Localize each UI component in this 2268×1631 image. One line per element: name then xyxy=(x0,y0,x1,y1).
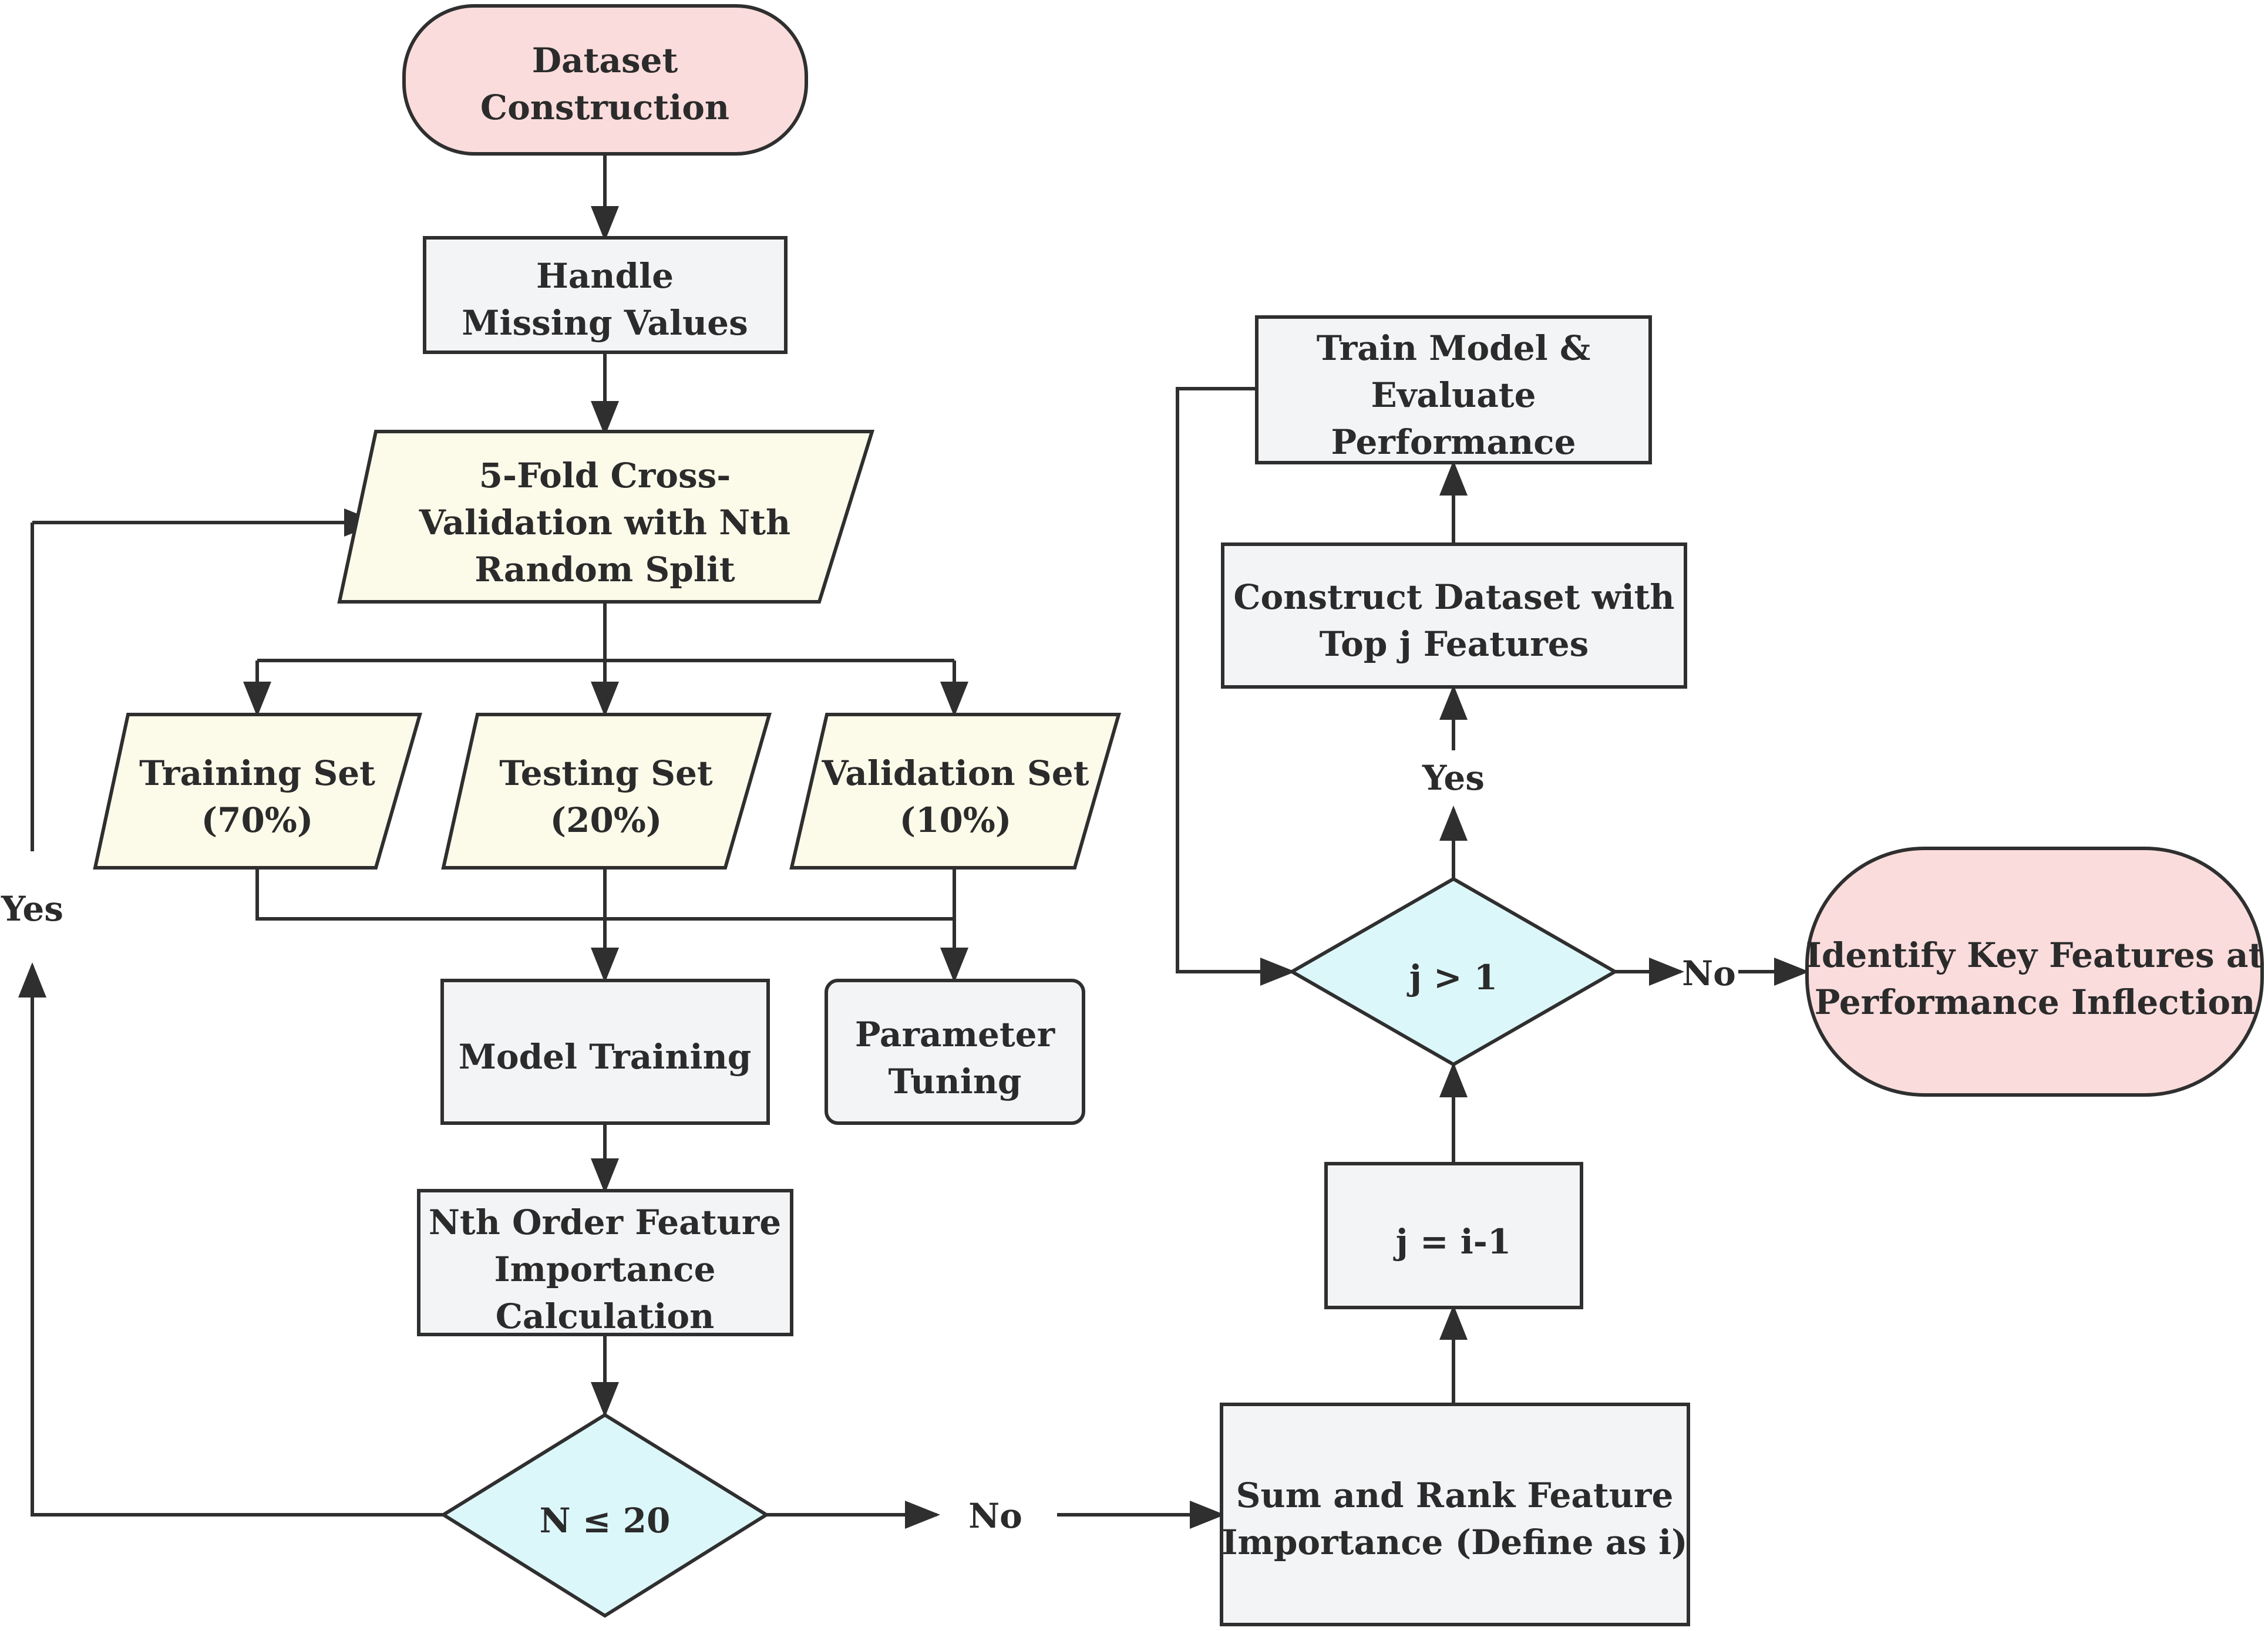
node-text: j = i-1 xyxy=(1393,1222,1511,1262)
node-dataset-construction: Dataset Construction xyxy=(402,4,808,156)
node-text: Performance Inflection xyxy=(1815,982,2256,1022)
node-text: Sum and Rank Feature xyxy=(1236,1475,1674,1515)
node-text: Nth Order Feature xyxy=(429,1202,781,1242)
node-text: Model Training xyxy=(459,1037,752,1077)
node-text: Construct Dataset with xyxy=(1233,577,1674,617)
label-n-no: No xyxy=(968,1496,1022,1536)
node-text: (20%) xyxy=(550,800,662,840)
node-text: Validation Set xyxy=(822,753,1089,793)
edge-training-merge xyxy=(255,869,954,921)
node-construct-top-j: Construct Dataset with Top j Features xyxy=(1221,542,1687,689)
node-text: Identify Key Features at xyxy=(1806,935,2264,975)
node-parameter-tuning: Parameter Tuning xyxy=(825,979,1085,1125)
node-train-evaluate: Train Model & Evaluate Performance xyxy=(1255,315,1652,464)
node-text: (10%) xyxy=(900,800,1012,840)
node-j-assign: j = i-1 xyxy=(1324,1162,1583,1309)
node-validation-set: Validation Set (10%) xyxy=(789,713,1121,870)
node-text: Training Set xyxy=(139,753,375,793)
edge-n-yes-down xyxy=(31,998,443,1517)
node-text: 5-Fold Cross- xyxy=(479,456,731,496)
label-n-yes: Yes xyxy=(1,889,63,929)
node-text: Top j Features xyxy=(1320,624,1589,664)
edge-labels: Yes No Yes No xyxy=(1,758,1736,1536)
node-cross-validation: 5-Fold Cross- Validation with Nth Random… xyxy=(337,430,875,604)
node-text: Calculation xyxy=(496,1296,715,1336)
node-text: Missing Values xyxy=(462,303,748,343)
node-text: Construction xyxy=(480,87,729,127)
edge-train-loop xyxy=(1176,387,1295,986)
label-j-no: No xyxy=(1682,953,1736,993)
node-identify-key-features: Identify Key Features at Performance Inf… xyxy=(1805,847,2264,1097)
node-testing-set: Testing Set (20%) xyxy=(441,713,772,870)
node-feature-importance: Nth Order Feature Importance Calculation xyxy=(417,1189,793,1336)
node-training-set: Training Set (70%) xyxy=(93,713,422,870)
node-text: Testing Set xyxy=(499,753,713,793)
node-text: Importance (Define as i) xyxy=(1222,1522,1687,1562)
node-text: Importance xyxy=(494,1249,715,1289)
label-j-yes: Yes xyxy=(1422,758,1485,798)
node-model-training: Model Training xyxy=(440,979,770,1125)
node-text: Train Model & xyxy=(1317,328,1590,368)
node-text: Parameter xyxy=(855,1015,1056,1054)
node-text: Random Split xyxy=(475,550,735,589)
edges xyxy=(18,154,1809,1529)
node-text: Tuning xyxy=(889,1062,1022,1101)
node-text: Dataset xyxy=(532,41,678,80)
node-j-condition: j > 1 xyxy=(1288,877,1619,1067)
node-text: j > 1 xyxy=(1406,958,1498,998)
node-text: Validation with Nth xyxy=(419,503,790,542)
node-text: Handle xyxy=(536,256,674,296)
node-handle-missing-values: Handle Missing Values xyxy=(423,236,788,354)
node-text: Evaluate xyxy=(1371,375,1536,415)
node-sum-rank: Sum and Rank Feature Importance (Define … xyxy=(1220,1403,1690,1626)
node-n-condition: N ≤ 20 xyxy=(440,1413,770,1618)
node-text: N ≤ 20 xyxy=(540,1501,671,1541)
node-text: Performance xyxy=(1331,422,1576,462)
node-text: (70%) xyxy=(201,800,314,840)
